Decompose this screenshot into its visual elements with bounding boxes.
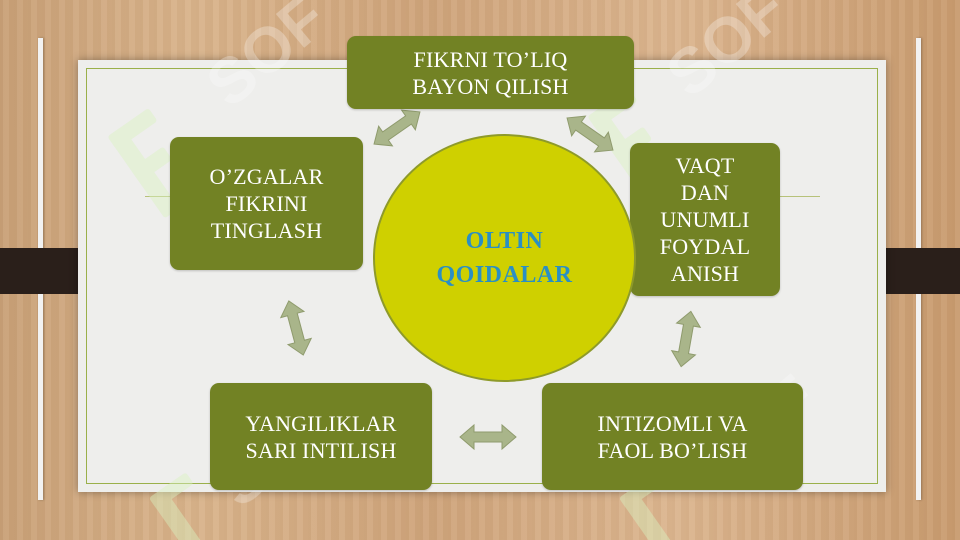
center-circle: OLTIN QOIDALAR	[373, 134, 636, 382]
arrow-top-left	[366, 101, 428, 155]
node-bottom-right: INTIZOMLI VA FAOL BO’LISH	[542, 383, 803, 490]
guide-line-right	[770, 196, 820, 197]
arrow-right-bottom	[668, 308, 704, 370]
arrow-bottom	[459, 424, 517, 450]
arrow-left-bottom	[276, 297, 316, 359]
node-top: FIKRNI TO’LIQ BAYON QILISH	[347, 36, 634, 109]
node-left: O’ZGALAR FIKRINI TINGLASH	[170, 137, 363, 270]
node-bottom-left: YANGILIKLAR SARI INTILISH	[210, 383, 432, 490]
node-right: VAQT DAN UNUMLI FOYDAL ANISH	[630, 143, 780, 296]
